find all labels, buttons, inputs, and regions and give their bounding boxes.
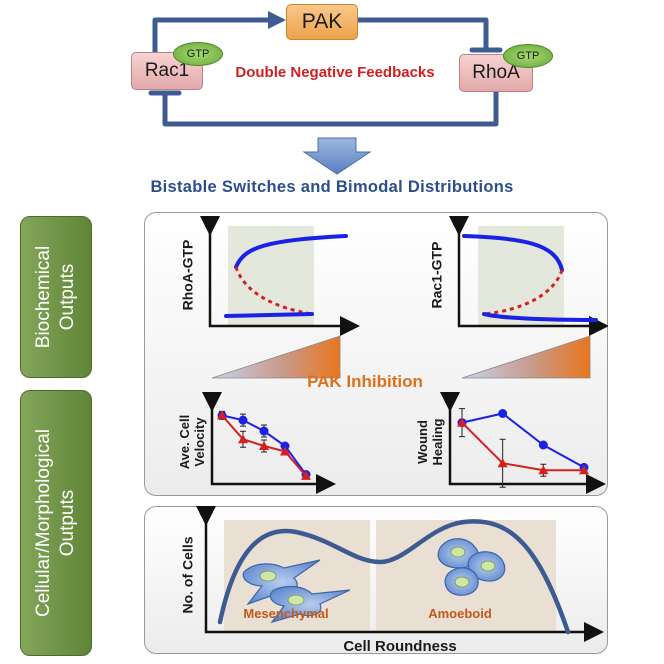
feedback-label: Double Negative Feedbacks [235, 64, 435, 81]
gtp-label: GTP [516, 50, 540, 62]
pak-node: PAK [286, 4, 358, 40]
rhoa-gradient-wedge [211, 335, 341, 379]
data-point-blue [538, 440, 548, 450]
pak-inhibition-label: PAK Inhibition [307, 372, 423, 391]
feedback-arrows [148, 11, 503, 127]
data-point-blue [259, 426, 269, 436]
data-point-red [579, 465, 589, 475]
main-heading: Bistable Switches and Bimodal Distributi… [150, 178, 514, 196]
amoeboid-label: Amoeboid [428, 606, 492, 621]
data-point-red [497, 458, 508, 468]
data-point-red [538, 465, 549, 475]
data-point-red [280, 446, 290, 456]
series-line-red [461, 421, 584, 472]
bimodal-distribution-curve [217, 519, 571, 635]
ylabel-line: Velocity [192, 417, 207, 467]
rhoa-lower-branch [224, 312, 314, 318]
gtp-badge-rac1: GTP [173, 42, 223, 66]
series-line-blue [461, 412, 585, 469]
rhoa-ylabel: RhoA-GTP [179, 239, 196, 311]
cell-distribution-graph [196, 506, 604, 642]
rhoa-to-rac1-inhibition [162, 89, 499, 127]
mesenchymal-cells-icon [242, 559, 351, 624]
rhoa-node: RhoA [459, 54, 533, 92]
pak-label: PAK [301, 10, 343, 33]
mesenchymal-label: Mesenchymal [243, 606, 329, 621]
rac1-lower-branch [482, 312, 598, 322]
rac1-to-pak-arrow [152, 17, 271, 55]
cells-axes [196, 506, 604, 642]
data-point-red [238, 434, 248, 444]
pak-to-rhoa-inhibition [355, 17, 489, 53]
biochemical-graphs [200, 216, 608, 494]
rac1-axes [449, 216, 608, 336]
cell-roundness-xlabel: Cell Roundness [343, 638, 457, 655]
side-label-line: Cellular/Morphological [33, 429, 54, 617]
down-arrow-icon [302, 137, 372, 175]
data-point-blue [280, 441, 290, 451]
gtp-badge-rhoa: GTP [503, 44, 553, 68]
cells-ylabel: No. of Cells [179, 536, 196, 614]
rhoa-unstable-branch [234, 266, 313, 316]
ylabel-line: Wound [415, 420, 430, 464]
rac1-gradient-wedge [461, 335, 591, 379]
rhoa-label: RhoA [472, 62, 520, 83]
wound-axes [440, 392, 606, 494]
data-point-red [259, 441, 269, 450]
data-point-red [217, 410, 227, 420]
ylabel-line: Ave. Cell [177, 414, 192, 470]
rac1-upper-branch [462, 234, 564, 272]
data-point-blue [238, 415, 248, 425]
rhoa-upper-branch [234, 234, 348, 269]
rhoa-axes [200, 216, 360, 336]
rac1-label: Rac1 [144, 60, 190, 81]
data-point-red [301, 470, 311, 480]
rac1-node: Rac1 [131, 52, 203, 90]
wound-chart [457, 408, 589, 488]
velocity-axes [202, 392, 336, 494]
rac1-unstable-branch [483, 269, 564, 316]
data-point-blue [498, 409, 508, 418]
rac1-ylabel: Rac1-GTP [428, 241, 445, 309]
gtp-label: GTP [186, 48, 210, 60]
side-label-line: Outputs [57, 489, 78, 557]
ylabel-line: Healing [430, 418, 445, 466]
arrowhead-icon [268, 11, 286, 29]
velocity-chart [217, 410, 311, 480]
side-label-line: Biochemical [33, 245, 54, 349]
data-point-red [457, 417, 467, 427]
side-label-line: Outputs [57, 263, 78, 331]
